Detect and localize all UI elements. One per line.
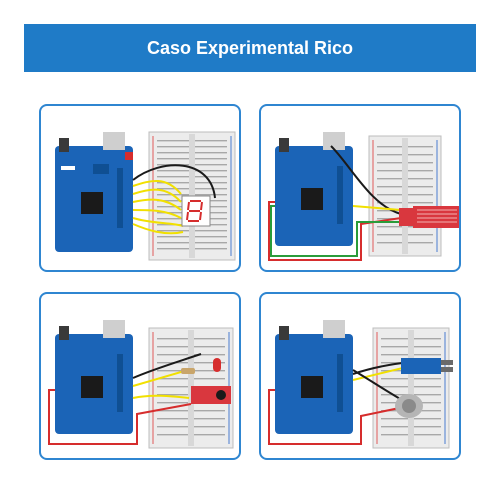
arduino-board — [275, 320, 353, 434]
seven-segment-display — [181, 195, 211, 227]
experiment-panel-water-sensor[interactable] — [259, 104, 461, 272]
stepper-motor — [395, 394, 423, 418]
led-and-sound-sensor-icon — [48, 320, 234, 449]
arduino-board — [55, 320, 133, 434]
breadboard — [368, 135, 442, 257]
experiment-panel-led-sensor[interactable] — [39, 292, 241, 460]
led — [213, 358, 221, 372]
water-level-sensor-icon — [268, 132, 459, 261]
wires — [132, 164, 216, 235]
arduino-board — [275, 132, 353, 246]
experiment-panel-seven-segment[interactable] — [39, 104, 241, 272]
page-title: Caso Experimental Rico — [146, 37, 354, 58]
sound-sensor-module — [191, 386, 231, 404]
arduino-board — [55, 132, 133, 252]
breadboard — [372, 327, 450, 449]
experiment-panel-ir-motor[interactable] — [259, 292, 461, 460]
resistor — [181, 368, 195, 374]
water-level-sensor — [399, 206, 459, 228]
seven-segment-display-icon — [55, 131, 236, 261]
ir-sensor-and-stepper-motor-icon — [268, 320, 453, 449]
wires — [268, 145, 402, 261]
ir-sensor-module — [401, 358, 453, 374]
title-banner: Caso Experimental Rico — [24, 24, 476, 72]
